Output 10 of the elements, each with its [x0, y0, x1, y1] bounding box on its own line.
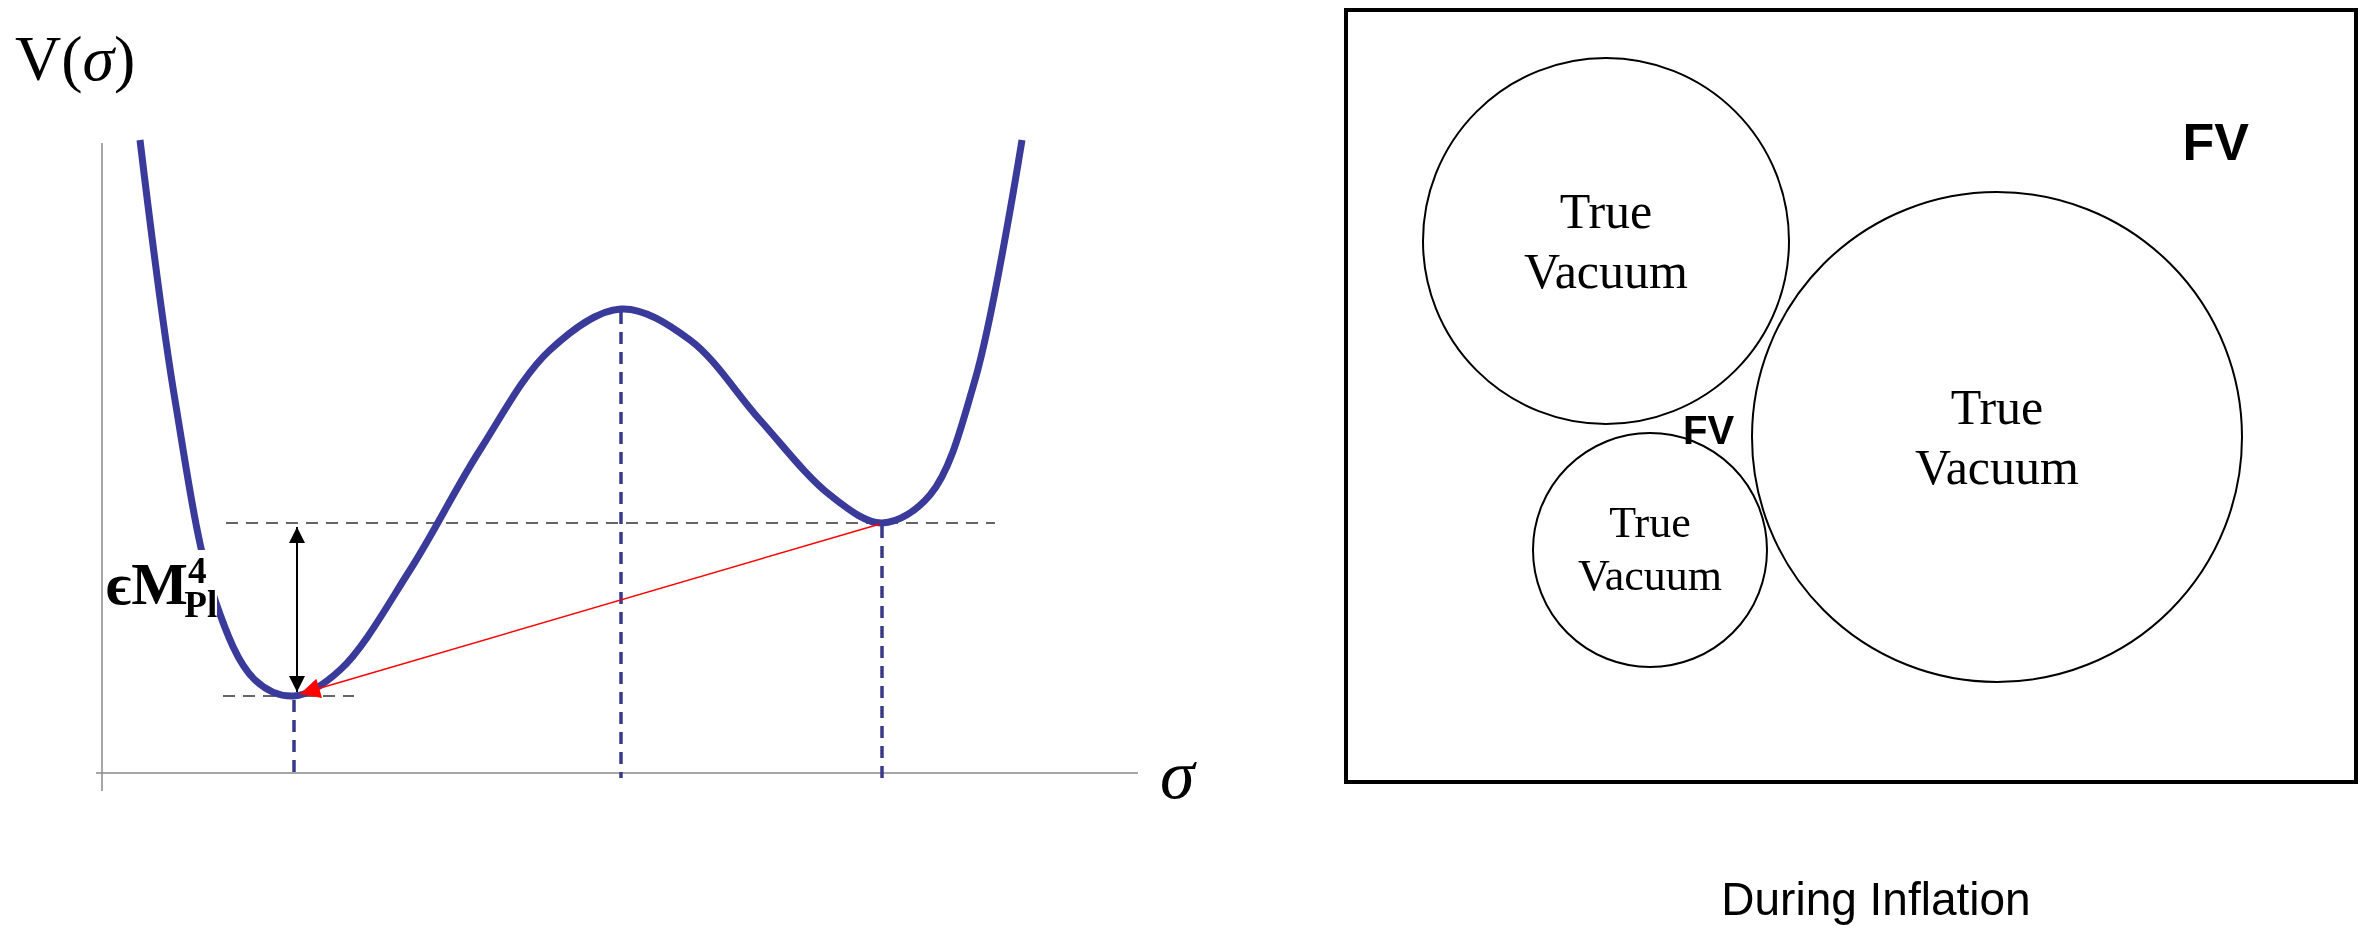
bubble-label: True Vacuum: [1576, 497, 1724, 602]
bubble-circle: [1751, 191, 2243, 683]
axis-label: σ: [1160, 735, 1195, 815]
frame-box: [1344, 8, 2358, 784]
bubble-label: True Vacuum: [1914, 378, 2080, 497]
region-label: FV: [2182, 112, 2249, 172]
bubble-label: True Vacuum: [1523, 182, 1689, 301]
caption: During Inflation: [1720, 872, 2032, 926]
region-label: FV: [1683, 408, 1735, 453]
axis-label: V(σ): [15, 22, 136, 96]
